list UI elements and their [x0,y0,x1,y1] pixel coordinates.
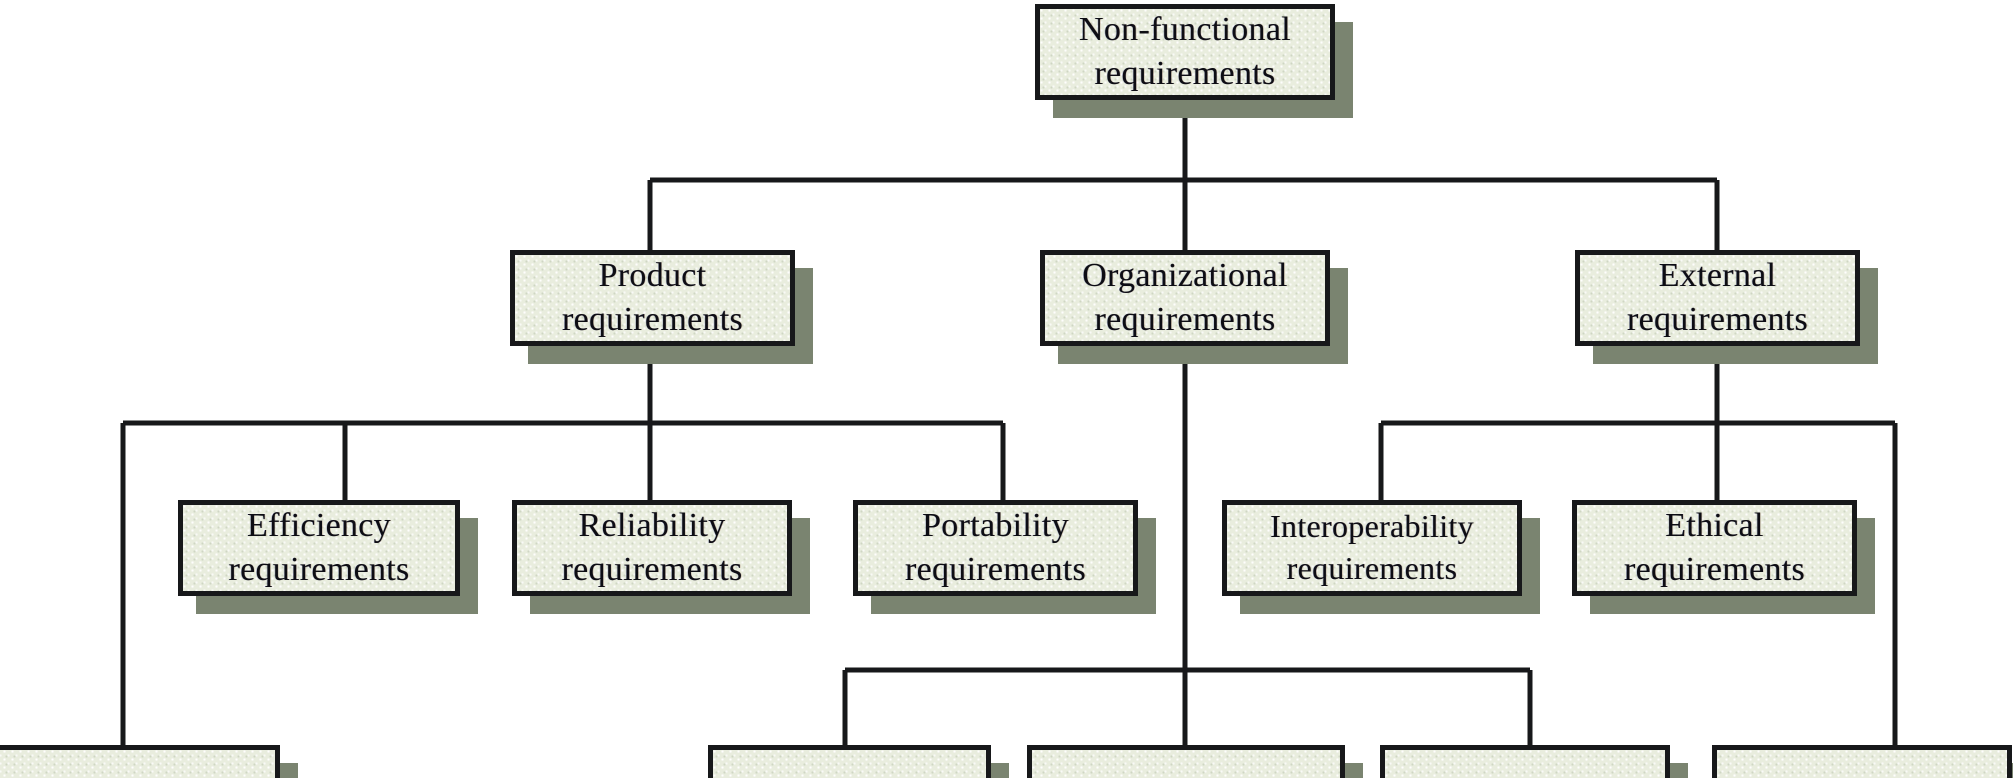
node-label: Standards [1457,771,1594,778]
node-usability[interactable]: Usability [0,745,298,778]
node-label: Non-functional requirements [1079,10,1291,92]
node-face: Non-functional requirements [1035,4,1335,100]
node-label: Organizational requirements [1082,256,1288,338]
node-face: Legislative [1712,745,2012,778]
node-face: Delivery [708,745,991,778]
node-product-requirements[interactable]: Product requirements [510,250,813,364]
node-label: Delivery [789,771,910,778]
node-legislative[interactable]: Legislative [1712,745,2013,778]
node-face: Usability [0,745,280,778]
node-face: Implementation [1027,745,1345,778]
node-face: Organizational requirements [1040,250,1330,346]
node-standards[interactable]: Standards [1380,745,1688,778]
node-efficiency-requirements[interactable]: Efficiency requirements [178,500,478,614]
node-label: Interoperability requirements [1270,508,1474,586]
node-label: Ethical requirements [1623,506,1806,588]
node-label: Efficiency requirements [228,506,410,588]
node-delivery[interactable]: Delivery [708,745,1009,778]
node-interoperability-requirements[interactable]: Interoperability requirements [1222,500,1540,614]
node-non-functional-requirements[interactable]: Non-functional requirements [1035,4,1353,118]
node-face: Reliability requirements [512,500,792,596]
node-label: Portability requirements [904,506,1087,588]
node-label: Usability [71,771,198,778]
node-label: Product requirements [561,256,744,338]
node-external-requirements[interactable]: External requirements [1575,250,1878,364]
node-label: Implementation [1076,771,1295,778]
node-portability-requirements[interactable]: Portability requirements [853,500,1156,614]
node-face: Efficiency requirements [178,500,460,596]
node-reliability-requirements[interactable]: Reliability requirements [512,500,810,614]
node-face: Portability requirements [853,500,1138,596]
node-label: External requirements [1626,256,1809,338]
node-face: Standards [1380,745,1670,778]
node-label: Legislative [1785,771,1939,778]
node-ethical-requirements[interactable]: Ethical requirements [1572,500,1875,614]
node-face: External requirements [1575,250,1860,346]
node-implementation[interactable]: Implementation [1027,745,1363,778]
node-label: Reliability requirements [561,506,743,588]
node-face: Interoperability requirements [1222,500,1522,596]
node-face: Product requirements [510,250,795,346]
node-organizational-requirements[interactable]: Organizational requirements [1040,250,1348,364]
node-face: Ethical requirements [1572,500,1857,596]
